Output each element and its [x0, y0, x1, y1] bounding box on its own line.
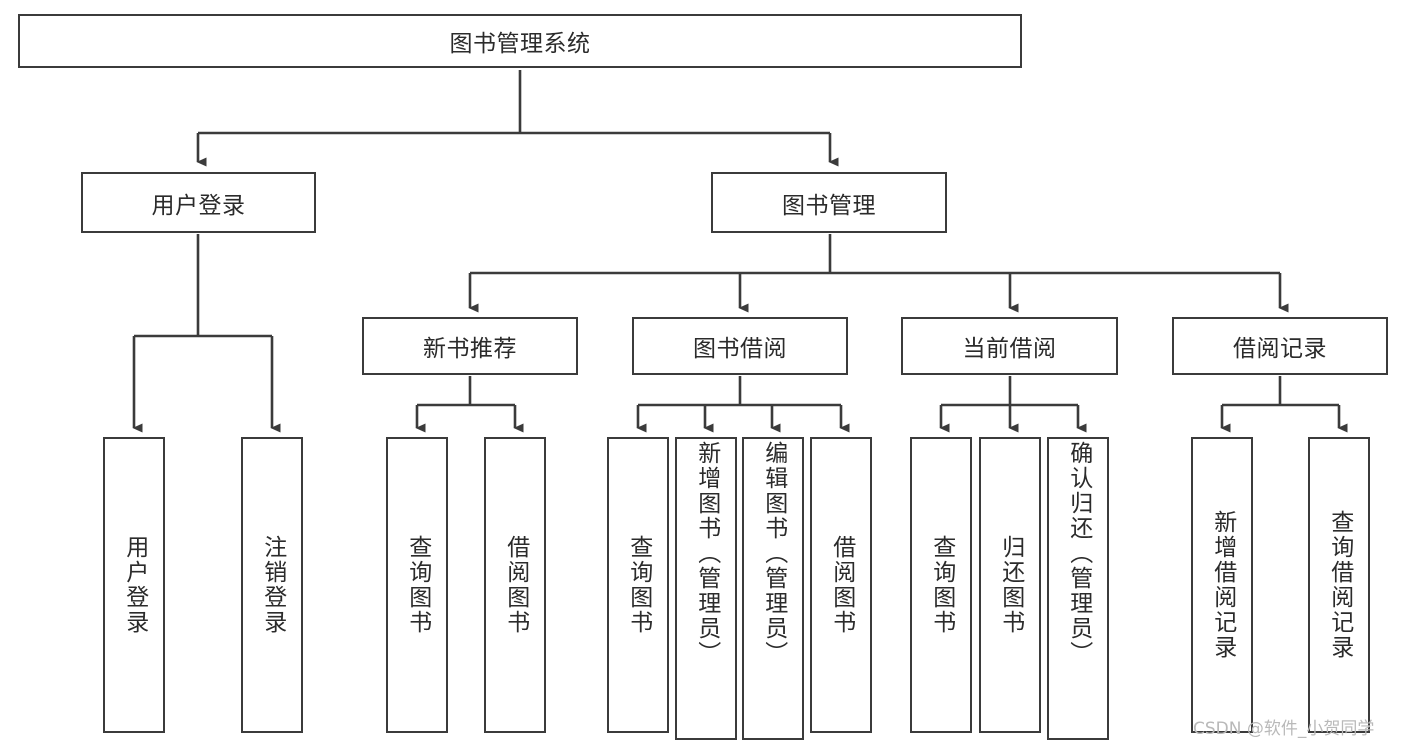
leaf-borrow-book-label: 借阅图书 [828, 535, 855, 635]
leaf-return-book[interactable]: 归还图书 [979, 437, 1041, 733]
node-root[interactable]: 图书管理系统 [18, 14, 1022, 68]
leaf-user-login[interactable]: 用户登录 [103, 437, 165, 733]
leaf-query-borrow-record-label: 查询借阅记录 [1326, 510, 1353, 660]
leaf-logout[interactable]: 注销登录 [241, 437, 303, 733]
leaf-user-login-label: 用户登录 [121, 535, 148, 635]
node-book-borrow-label: 图书借阅 [693, 336, 787, 362]
leaf-add-book-admin-label: 新增图书（管理员） [693, 441, 720, 666]
node-borrow-records[interactable]: 借阅记录 [1172, 317, 1388, 375]
leaf-add-book-admin[interactable]: 新增图书（管理员） [675, 437, 737, 740]
leaf-borrow-book[interactable]: 借阅图书 [810, 437, 872, 733]
node-book-borrow[interactable]: 图书借阅 [632, 317, 848, 375]
leaf-borrow-book-recommend[interactable]: 借阅图书 [484, 437, 546, 733]
leaf-query-book-current-label: 查询图书 [928, 535, 955, 635]
leaf-query-book-recommend[interactable]: 查询图书 [386, 437, 448, 733]
leaf-edit-book-admin[interactable]: 编辑图书（管理员） [742, 437, 804, 740]
node-current-borrow-label: 当前借阅 [962, 336, 1057, 362]
leaf-add-borrow-record[interactable]: 新增借阅记录 [1191, 437, 1253, 733]
leaf-edit-book-admin-label: 编辑图书（管理员） [760, 441, 787, 666]
leaf-confirm-return-admin[interactable]: 确认归还（管理员） [1047, 437, 1109, 740]
leaf-query-book-borrow[interactable]: 查询图书 [607, 437, 669, 733]
leaf-return-book-label: 归还图书 [997, 535, 1024, 635]
csdn-watermark: CSDN @软件_小贺同学 [1193, 719, 1375, 739]
node-root-label: 图书管理系统 [449, 31, 591, 57]
node-user-login-label: 用户登录 [151, 192, 246, 219]
leaf-borrow-book-recommend-label: 借阅图书 [502, 535, 529, 635]
node-new-book-recommend-label: 新书推荐 [423, 336, 517, 362]
leaf-query-book-borrow-label: 查询图书 [625, 535, 652, 635]
node-current-borrow[interactable]: 当前借阅 [901, 317, 1118, 375]
node-borrow-records-label: 借阅记录 [1233, 336, 1327, 362]
leaf-query-borrow-record[interactable]: 查询借阅记录 [1308, 437, 1370, 733]
node-user-login[interactable]: 用户登录 [81, 172, 316, 233]
node-new-book-recommend[interactable]: 新书推荐 [362, 317, 578, 375]
node-book-management[interactable]: 图书管理 [711, 172, 947, 233]
leaf-add-borrow-record-label: 新增借阅记录 [1209, 510, 1236, 660]
leaf-query-book-current[interactable]: 查询图书 [910, 437, 972, 733]
leaf-logout-label: 注销登录 [259, 535, 286, 635]
leaf-confirm-return-admin-label: 确认归还（管理员） [1065, 441, 1092, 666]
leaf-query-book-recommend-label: 查询图书 [404, 535, 431, 635]
node-book-management-label: 图书管理 [782, 192, 876, 219]
